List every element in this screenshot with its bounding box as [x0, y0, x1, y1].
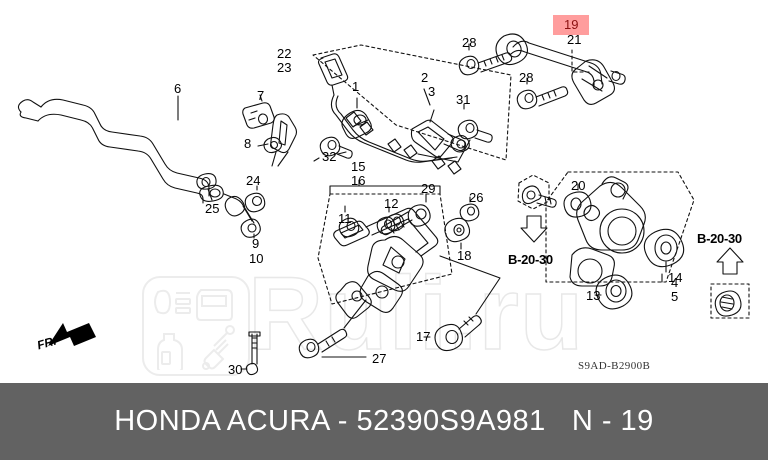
- part-label-26[interactable]: 26: [469, 190, 484, 205]
- part-label-6[interactable]: 6: [174, 81, 182, 96]
- reference-callout-right[interactable]: B-20-30: [697, 231, 742, 246]
- part-label-28-lower[interactable]: 28: [519, 70, 534, 85]
- part-label-20[interactable]: 20: [571, 178, 586, 193]
- part-label-23[interactable]: 23: [277, 60, 292, 75]
- reference-callout-left[interactable]: B-20-30: [508, 252, 553, 267]
- part-label-16[interactable]: 16: [351, 173, 366, 188]
- part-label-13[interactable]: 13: [586, 288, 601, 303]
- part-label-24[interactable]: 24: [246, 173, 261, 188]
- part-label-5[interactable]: 5: [671, 289, 679, 304]
- part-label-11[interactable]: 11: [338, 211, 352, 226]
- part-label-4[interactable]: 4: [671, 275, 679, 290]
- part-label-17[interactable]: 17: [416, 329, 431, 344]
- part-label-7[interactable]: 7: [257, 88, 265, 103]
- part-label-32[interactable]: 32: [322, 149, 337, 164]
- part-label-29[interactable]: 29: [421, 181, 436, 196]
- part-label-15[interactable]: 15: [351, 159, 366, 174]
- part-label-8[interactable]: 8: [244, 136, 252, 151]
- part-label-14[interactable]: 14: [668, 270, 683, 285]
- highlighted-part-label[interactable]: 19: [553, 15, 590, 35]
- part-label-25[interactable]: 25: [205, 201, 220, 216]
- exploded-parts-diagram: Ruli.ru: [17, 15, 750, 377]
- part-label-1[interactable]: 1: [352, 79, 360, 94]
- part-label-2[interactable]: 2: [421, 70, 429, 85]
- part-label-22[interactable]: 22: [277, 46, 292, 61]
- front-direction-arrow: [48, 323, 96, 346]
- footer-section: N - 19: [571, 405, 654, 437]
- part-label-31[interactable]: 31: [456, 92, 471, 107]
- part-label-9[interactable]: 9: [252, 236, 260, 251]
- part-label-28-upper[interactable]: 28: [462, 35, 477, 50]
- part-label-30[interactable]: 30: [228, 362, 243, 377]
- part-label-3[interactable]: 3: [428, 84, 436, 99]
- footer-bar: HONDA ACURA - 52390S9A981 N - 19: [0, 383, 768, 460]
- part-label-10[interactable]: 10: [249, 251, 264, 266]
- part-label-27[interactable]: 27: [372, 351, 387, 366]
- drawing-code: S9AD-B2900B: [578, 360, 651, 372]
- part-label-18[interactable]: 18: [457, 248, 472, 263]
- part-label-21[interactable]: 21: [567, 32, 582, 47]
- footer-text: HONDA ACURA - 52390S9A981 N - 19: [114, 405, 654, 438]
- part-label-12[interactable]: 12: [384, 196, 399, 211]
- diagram-linework: [17, 33, 750, 376]
- footer-brand-part: HONDA ACURA - 52390S9A981: [114, 405, 546, 437]
